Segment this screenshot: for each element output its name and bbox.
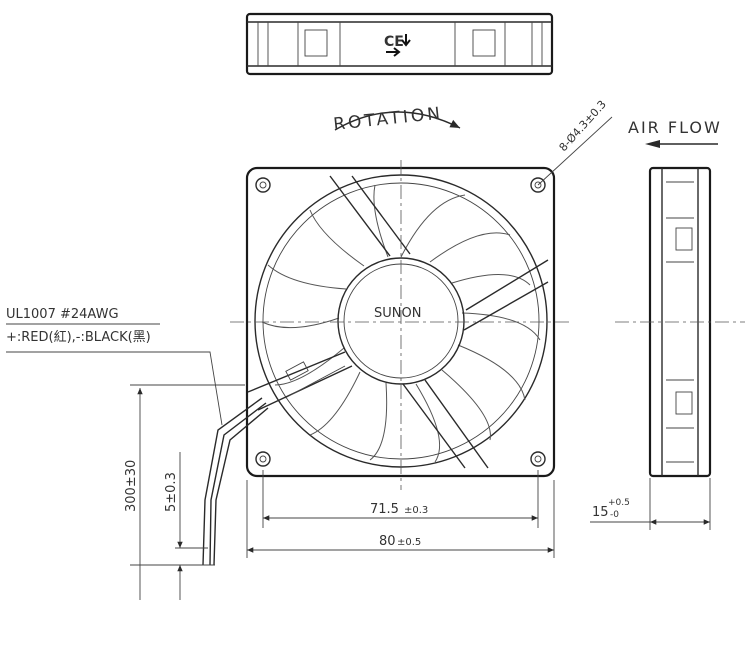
hole-pitch-tol: ±0.3 — [404, 505, 428, 516]
thickness-tol-plus: +0.5 — [608, 498, 630, 508]
wire-type-label: UL1007 #24AWG — [6, 307, 119, 322]
rotation-label: ROTATION — [332, 104, 444, 135]
wire-strip-dim: 5±0.3 — [164, 472, 179, 512]
ce-mark: CE — [384, 34, 404, 50]
fan-hub — [337, 257, 465, 385]
rotation-arrow-icon — [334, 111, 461, 131]
wire-length-dim: 300±30 — [124, 460, 139, 512]
hole-pitch-dim: 71.5 — [370, 502, 399, 517]
flow-arrows-icon — [386, 34, 411, 57]
air-flow-arrow-icon — [645, 140, 718, 148]
mounting-hole — [530, 177, 546, 193]
hole-spec-label: 8-Ø4.3±0.3 — [557, 98, 609, 154]
mounting-hole — [530, 451, 546, 467]
mounting-hole — [255, 451, 271, 467]
top-view: CE — [245, 12, 554, 76]
overall-tol: ±0.5 — [397, 537, 421, 548]
brand-label: SUNON — [374, 306, 421, 321]
lead-wires: UL1007 #24AWG +:RED(紅),-:BLACK(黑) 300±30… — [6, 307, 269, 600]
thickness-tol-minus: -0 — [610, 510, 619, 520]
side-view: AIR FLOW 15 +0.5 -0 — [590, 118, 745, 530]
air-flow-label: AIR FLOW — [628, 118, 722, 137]
bottom-dimensions: 71.5 ±0.3 80 ±0.5 — [246, 470, 555, 558]
support-struts — [247, 175, 549, 469]
overall-dim: 80 — [379, 534, 396, 549]
front-view: ROTATION — [230, 98, 613, 490]
mounting-hole — [255, 177, 271, 193]
wire-polarity-label: +:RED(紅),-:BLACK(黑) — [6, 330, 151, 345]
thickness-dim: 15 — [592, 505, 609, 520]
